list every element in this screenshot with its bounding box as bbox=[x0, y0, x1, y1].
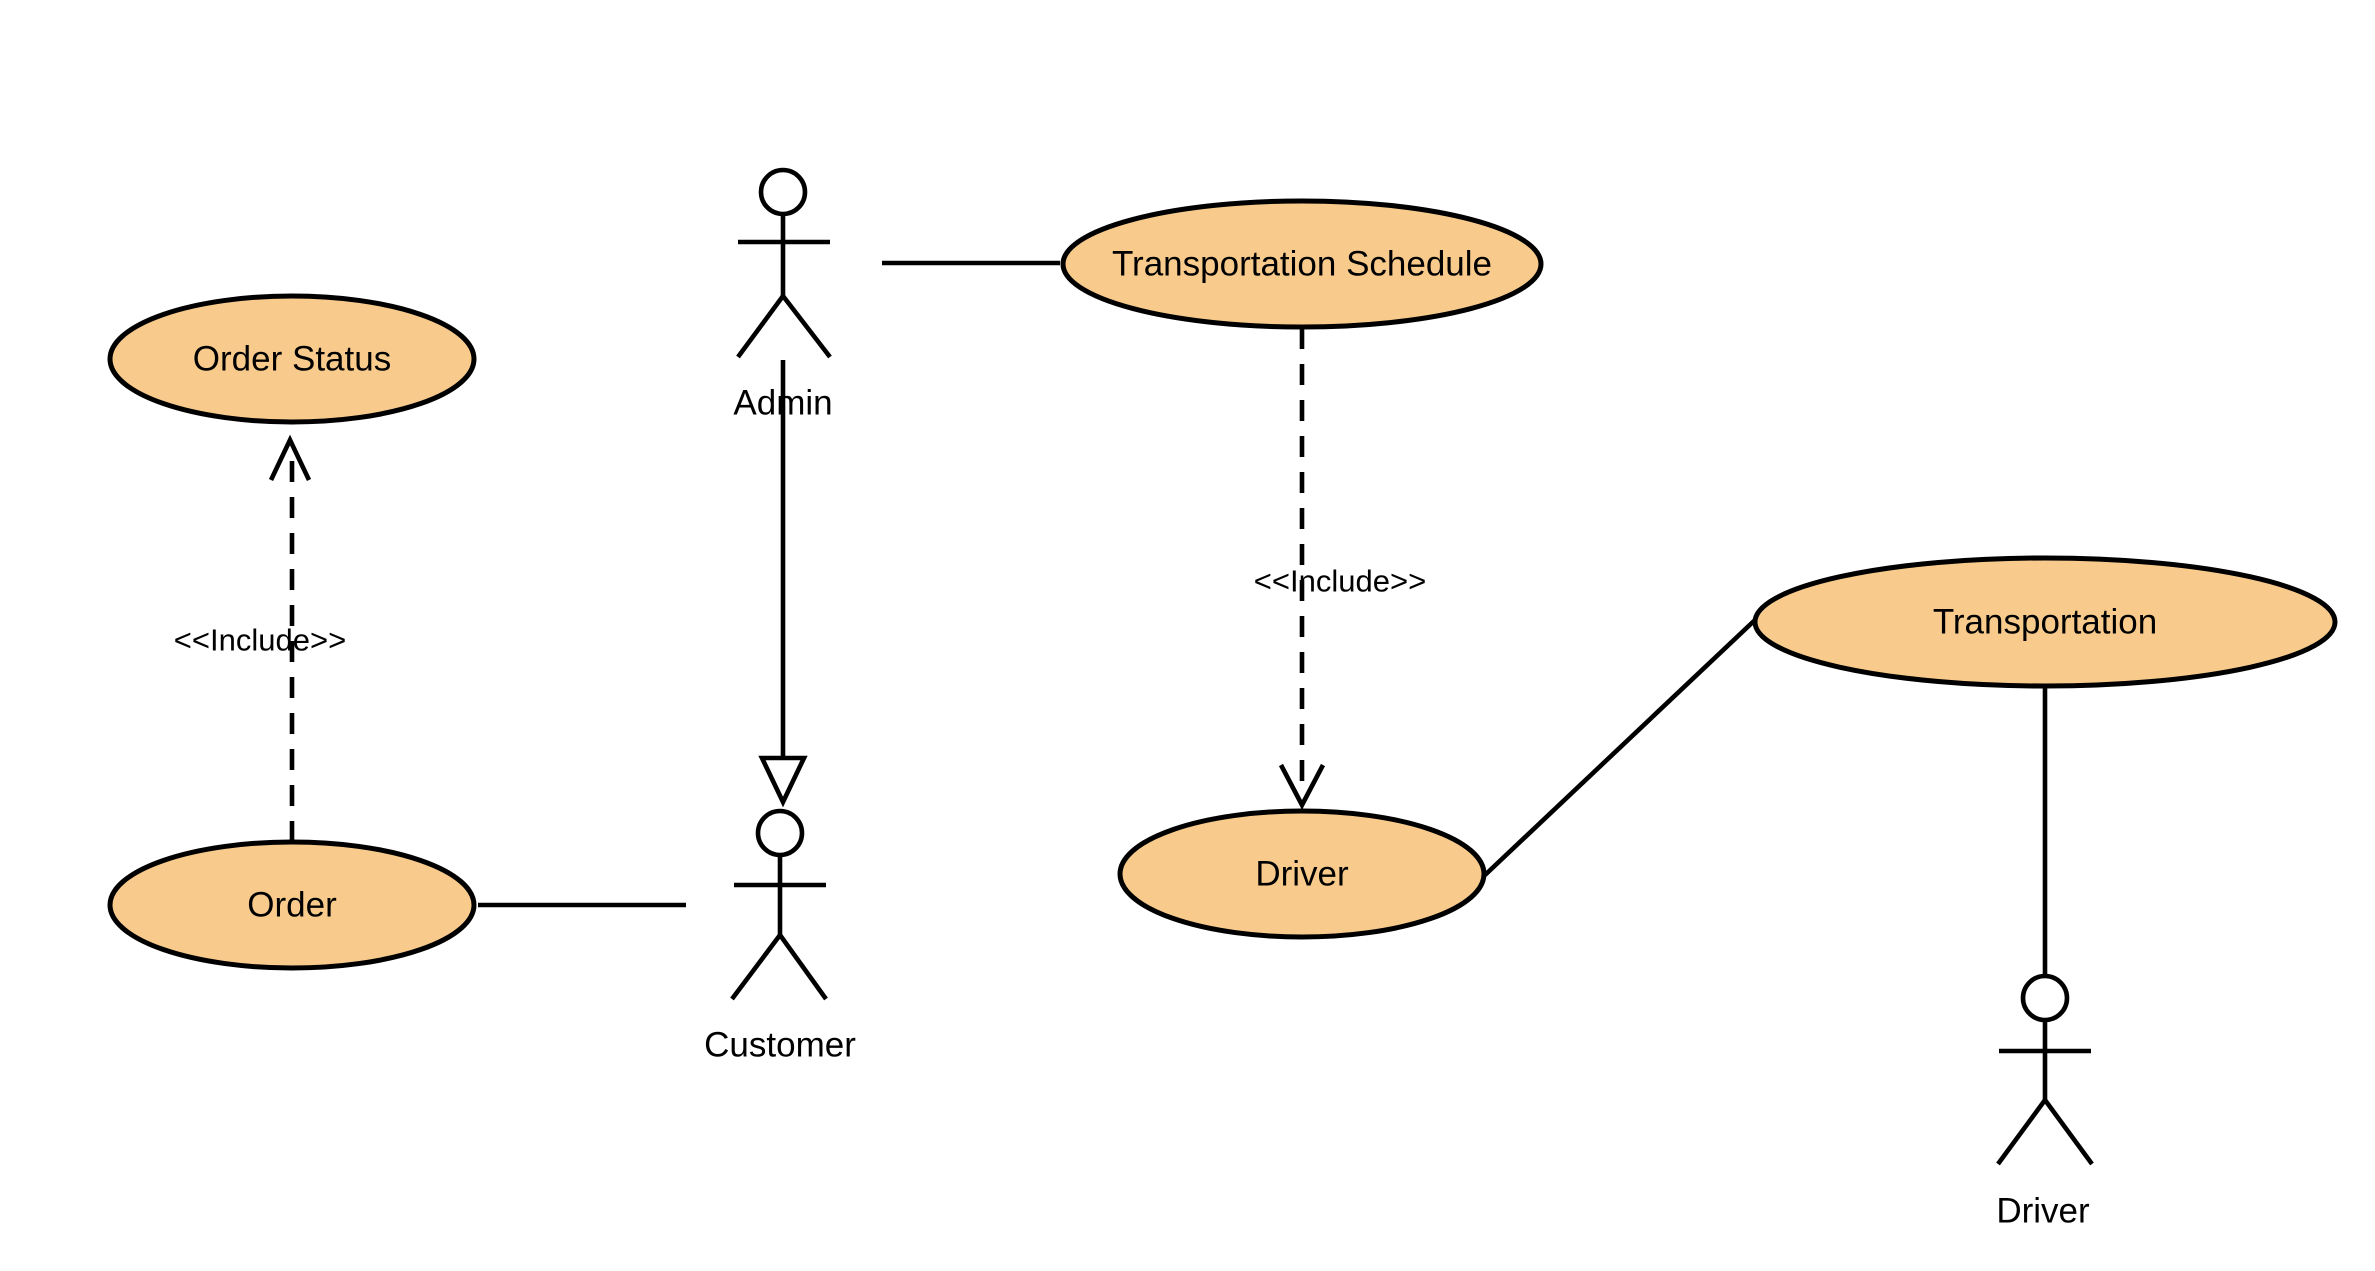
actor-customer[interactable] bbox=[730, 808, 828, 1001]
usecase-order-status-label: Order Status bbox=[193, 340, 391, 379]
actor-customer-label: Customer bbox=[704, 1026, 856, 1065]
usecase-transportation-schedule[interactable]: Transportation Schedule bbox=[1060, 198, 1544, 330]
actor-driver-label: Driver bbox=[1996, 1192, 2090, 1231]
actor-driver[interactable] bbox=[1996, 973, 2094, 1166]
usecase-order[interactable]: Order bbox=[107, 839, 477, 971]
schedule-include-connector bbox=[1278, 328, 1326, 810]
order-include-label: <<Include>> bbox=[174, 623, 346, 658]
usecase-driver[interactable]: Driver bbox=[1117, 808, 1487, 940]
usecase-transportation-label: Transportation bbox=[1933, 603, 2157, 642]
usecase-transportation[interactable]: Transportation bbox=[1752, 555, 2338, 689]
actor-admin-label: Admin bbox=[733, 384, 832, 423]
usecase-transportation-schedule-label: Transportation Schedule bbox=[1112, 245, 1492, 284]
usecase-order-label: Order bbox=[247, 886, 337, 925]
actor-admin[interactable] bbox=[736, 167, 832, 359]
usecase-driver-label: Driver bbox=[1255, 855, 1349, 894]
usecase-order-status[interactable]: Order Status bbox=[107, 293, 477, 425]
schedule-include-label: <<Include>> bbox=[1254, 564, 1426, 599]
admin-customer-generalization bbox=[758, 360, 808, 808]
driver-transportation-association bbox=[1483, 618, 1757, 877]
order-include-connector bbox=[268, 434, 312, 842]
